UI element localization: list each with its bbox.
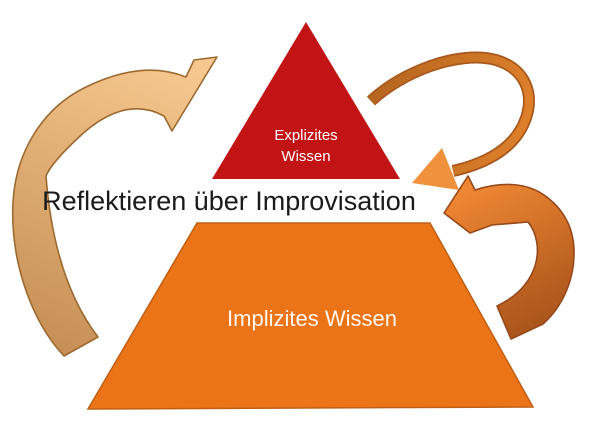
hook-arrow-outline: [366, 51, 535, 177]
hook-arrow-body: [368, 53, 534, 176]
center-title: Reflektieren über Improvisation: [42, 186, 416, 216]
hook-arrow-head: [412, 148, 459, 190]
explicit-knowledge-label-line1: Explizites: [274, 127, 337, 144]
explicit-knowledge-triangle: [212, 22, 400, 179]
implicit-knowledge-label: Implizites Wissen: [227, 306, 397, 331]
curved-swoosh-arrow-left-icon: [443, 175, 575, 340]
implicit-knowledge-trapezoid: [86, 222, 535, 410]
explicit-knowledge-label-line2: Wissen: [281, 148, 330, 165]
curved-hook-arrow-down-left-icon: [366, 51, 535, 190]
curved-arrow-up-right-icon: [11, 56, 218, 357]
